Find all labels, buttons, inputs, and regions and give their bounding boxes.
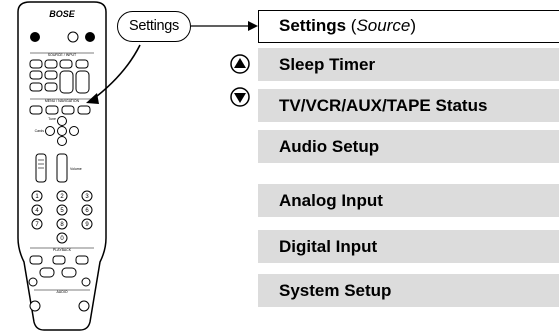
source-button[interactable]: [29, 59, 43, 69]
menu-item-digital-input[interactable]: Digital Input: [258, 230, 559, 263]
cards-label: Cards: [35, 129, 45, 133]
keypad-digit-label: 4: [35, 208, 39, 214]
speakers-button[interactable]: [29, 300, 41, 312]
menu-item-system-setup[interactable]: System Setup: [258, 274, 559, 307]
fast-forward-button[interactable]: [61, 267, 77, 278]
keypad-button-4[interactable]: [31, 204, 43, 216]
mute-button[interactable]: [67, 31, 79, 43]
source-button[interactable]: [29, 70, 43, 80]
arrowhead-icon: [86, 93, 99, 104]
source-input-section: SOURCE / INPUT: [29, 52, 94, 94]
keypad-button-6[interactable]: [81, 204, 93, 216]
keypad-digit-label: 9: [85, 222, 89, 228]
keypad-button-2[interactable]: [56, 190, 68, 202]
menu-item-source-status[interactable]: TV/VCR/AUX/TAPE Status: [258, 89, 559, 122]
source-button-large[interactable]: [75, 70, 90, 94]
nav-up-button[interactable]: [57, 116, 67, 126]
keypad-button-5[interactable]: [56, 204, 68, 216]
keypad-digit-label: 0: [60, 236, 64, 242]
keypad-digit-label: 2: [60, 194, 64, 200]
up-arrow-icon: [230, 54, 250, 74]
keypad-digit-label: 6: [85, 208, 89, 214]
settings-callout: Settings: [117, 11, 191, 42]
settings-button[interactable]: [45, 105, 59, 115]
nav-left-button[interactable]: [45, 126, 55, 136]
power-button[interactable]: [30, 32, 40, 42]
keypad-digit-label: 3: [85, 194, 89, 200]
menu-button[interactable]: [29, 105, 43, 115]
menu-header-source: Source: [356, 16, 411, 35]
menu-item-audio-setup[interactable]: Audio Setup: [258, 130, 559, 163]
nav-right-button[interactable]: [69, 126, 79, 136]
keypad-button-0[interactable]: [56, 232, 68, 244]
rewind-button[interactable]: [39, 267, 55, 278]
play-button[interactable]: [75, 255, 89, 265]
audio-label: AUDIO: [56, 290, 67, 294]
source-button[interactable]: [44, 82, 58, 92]
source-button[interactable]: [44, 59, 58, 69]
stop-button[interactable]: [28, 277, 38, 287]
arrowhead-icon: [248, 21, 258, 31]
surround-button[interactable]: [78, 300, 90, 312]
exit-button[interactable]: [61, 105, 75, 115]
nav-center-button[interactable]: [57, 126, 67, 136]
keypad-button-1[interactable]: [31, 190, 43, 202]
volume-rocker[interactable]: [56, 153, 68, 183]
source-button[interactable]: [44, 70, 58, 80]
previous-button[interactable]: [29, 255, 43, 265]
keypad-button-9[interactable]: [81, 218, 93, 230]
tune-label: Tune: [48, 117, 56, 121]
audio-section: AUDIO: [29, 289, 90, 312]
keypad-digit-label: 1: [35, 194, 39, 200]
keypad: 1 2 3 4 5 6 7 8 9 0: [31, 190, 93, 244]
menu-header-paren-open: (: [346, 16, 357, 35]
keypad-button-3[interactable]: [81, 190, 93, 202]
keypad-digit-label: 5: [60, 208, 64, 214]
menu-header-paren-close: ): [410, 16, 416, 35]
brand-logo: BOSE: [49, 9, 76, 19]
menu-navigation-label: MENU / NAVIGATION: [45, 99, 80, 103]
down-arrow-icon: [230, 87, 250, 107]
info-button[interactable]: [77, 105, 91, 115]
volume-label: Volume: [70, 167, 82, 171]
menu-header-title: Settings: [279, 16, 347, 35]
menu-navigation-section: MENU / NAVIGATION Tune Cards: [29, 98, 94, 146]
off-button[interactable]: [85, 32, 95, 42]
source-button[interactable]: [29, 82, 43, 92]
keypad-digit-label: 7: [35, 222, 39, 228]
record-button[interactable]: [81, 277, 91, 287]
source-input-label: SOURCE / INPUT: [48, 53, 77, 57]
nav-down-button[interactable]: [57, 136, 67, 146]
source-button[interactable]: [75, 59, 89, 69]
menu-header: Settings (Source): [258, 10, 559, 43]
menu-item-sleep-timer[interactable]: Sleep Timer: [258, 48, 559, 81]
playback-label: PLAYBACK: [53, 248, 72, 252]
pause-button[interactable]: [52, 255, 66, 265]
keypad-button-7[interactable]: [31, 218, 43, 230]
source-button-large[interactable]: [59, 70, 74, 94]
keypad-digit-label: 8: [60, 222, 64, 228]
callout-to-remote-arrow: [91, 44, 141, 101]
playback-section: PLAYBACK: [28, 247, 94, 287]
keypad-button-8[interactable]: [56, 218, 68, 230]
source-button[interactable]: [59, 59, 73, 69]
menu-item-analog-input[interactable]: Analog Input: [258, 184, 559, 217]
